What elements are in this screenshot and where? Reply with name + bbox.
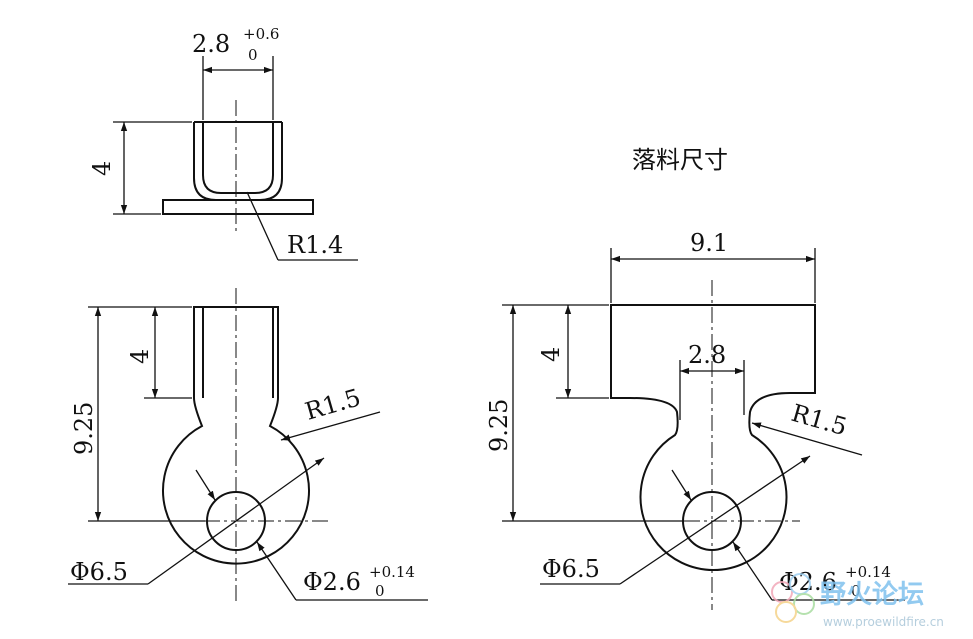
bd65-leader: [619, 455, 811, 585]
front-overall-height-value: 9.25: [70, 402, 98, 455]
blank-outer-diameter: Φ6.5: [542, 555, 600, 583]
r14-leader: [246, 191, 279, 261]
front-hole: [206, 491, 266, 551]
blank-hole-tol-upper: +0.14: [845, 563, 891, 581]
blank-tab-height-value: 4: [537, 347, 565, 362]
blank-view: 9.1 2.8 9.25 4 R1.5 Φ6.5 Φ2.6 +0.14 0: [485, 229, 905, 610]
base-plate: [162, 199, 314, 215]
blank-hole-tol-lower: 0: [851, 582, 861, 600]
left-front-view: 9.25 4 R1.5 Φ6.5 Φ2.6 +0.14 0: [68, 288, 428, 605]
blank-size-title: 落料尺寸: [632, 146, 728, 174]
watermark-url: www.proewildfire.cn: [823, 615, 944, 629]
blank-neck-width-value: 2.8: [688, 341, 726, 369]
front-slot-height-value: 4: [126, 349, 154, 364]
fd26-leader-b: [256, 541, 297, 601]
blank-hole: [682, 491, 742, 551]
bd26-leader-a: [671, 469, 692, 501]
top-width-tol-lower: 0: [248, 46, 258, 64]
front-hole-tol-lower: 0: [375, 582, 385, 600]
front-outer-diameter: Φ6.5: [70, 558, 128, 586]
top-height-value: 4: [88, 161, 116, 176]
fr15-leader: [280, 411, 381, 441]
front-hole-diameter: Φ2.6: [303, 568, 361, 596]
front-outline: [162, 306, 310, 565]
left-top-view: 2.8 +0.6 0 4 R1.4: [88, 25, 358, 261]
fd65-leader: [147, 457, 325, 585]
blank-radius-label: R1.5: [788, 399, 850, 441]
blank-width-value: 9.1: [690, 229, 728, 257]
watermark-flower-icon: [771, 573, 815, 623]
bd26-leader-b: [732, 541, 773, 601]
watermark: 野火论坛 www.proewildfire.cn: [771, 573, 944, 629]
watermark-text: 野火论坛: [820, 580, 924, 610]
br15-leader: [751, 422, 863, 456]
top-width-value: 2.8: [192, 30, 230, 58]
top-width-tol-upper: +0.6: [243, 25, 279, 43]
cup-inner-outline: [202, 122, 274, 194]
blank-overall-height-value: 9.25: [485, 399, 513, 452]
fd26-leader-a: [195, 469, 216, 501]
blank-outline: [610, 304, 816, 572]
top-radius-label: R1.4: [287, 231, 343, 259]
front-hole-tol-upper: +0.14: [369, 563, 415, 581]
